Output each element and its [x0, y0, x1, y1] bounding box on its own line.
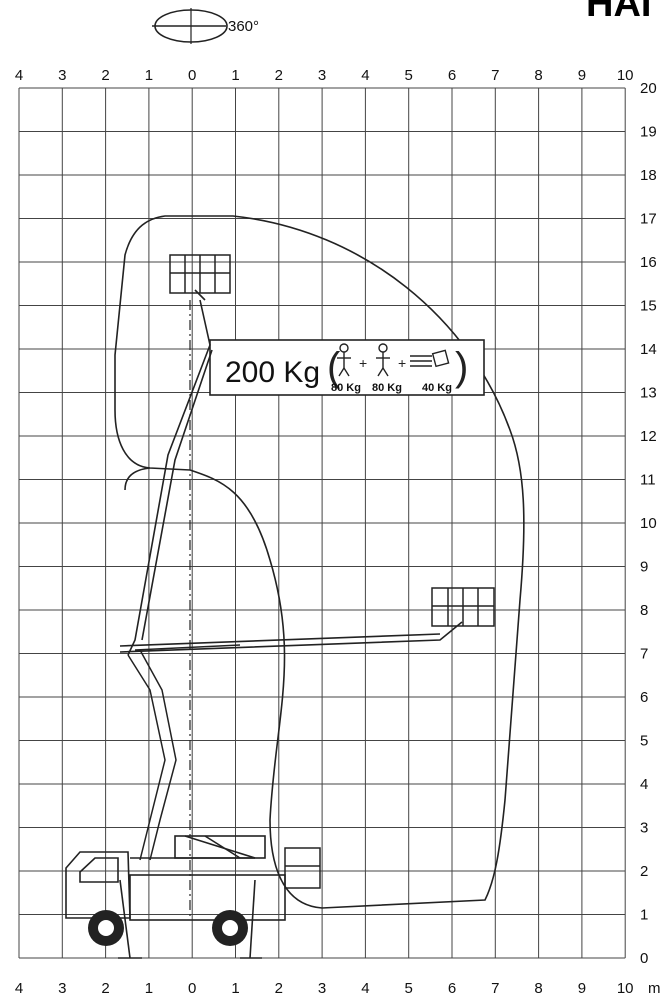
- y-tick-label: 13: [640, 385, 657, 402]
- x-tick-label-top: 2: [275, 67, 283, 84]
- y-tick-label: 1: [640, 907, 648, 924]
- x-tick-label-bottom: 7: [491, 980, 499, 997]
- person-weight-label: 80 Kg: [372, 382, 402, 394]
- x-tick-label-top: 1: [145, 67, 153, 84]
- axis-unit-label: m: [648, 980, 661, 997]
- wheel-rear: [212, 910, 248, 946]
- y-tick-label: 8: [640, 602, 648, 619]
- x-tick-label-bottom: 8: [534, 980, 542, 997]
- rotation-label: 360°: [228, 18, 259, 35]
- tools-icon: [410, 349, 450, 368]
- x-tick-label-bottom: 9: [578, 980, 586, 997]
- y-tick-label: 16: [640, 254, 657, 271]
- x-tick-label-bottom: 4: [15, 980, 23, 997]
- y-tick-label: 18: [640, 167, 657, 184]
- basket-stowed: [284, 847, 321, 889]
- wheel-front: [88, 910, 124, 946]
- x-tick-label-top: 8: [534, 67, 542, 84]
- y-tick-label: 12: [640, 428, 657, 445]
- x-tick-label-bottom: 2: [101, 980, 109, 997]
- person-icon: [376, 343, 390, 377]
- x-tick-label-top: 5: [405, 67, 413, 84]
- x-tick-label-top: 3: [58, 67, 66, 84]
- x-tick-label-top: 1: [231, 67, 239, 84]
- y-tick-label: 2: [640, 863, 648, 880]
- boom-lower: [127, 644, 241, 861]
- x-tick-label-top: 10: [617, 67, 634, 84]
- x-tick-label-top: 0: [188, 67, 196, 84]
- capacity-total: 200 Kg: [225, 356, 320, 389]
- y-tick-label: 5: [640, 733, 648, 750]
- x-tick-label-top: 3: [318, 67, 326, 84]
- svg-text:+: +: [359, 355, 367, 371]
- x-tick-label-bottom: 2: [275, 980, 283, 997]
- x-tick-label-bottom: 3: [318, 980, 326, 997]
- basket-top: [169, 254, 231, 294]
- person-icon: [337, 343, 351, 377]
- y-tick-label: 14: [640, 341, 657, 358]
- y-tick-label: 15: [640, 298, 657, 315]
- y-tick-label: 20: [640, 80, 657, 97]
- grid: [18, 87, 626, 959]
- y-tick-label: 10: [640, 515, 657, 532]
- svg-text:+: +: [398, 355, 406, 371]
- working-envelope-outline: [114, 215, 525, 909]
- y-tick-label: 17: [640, 211, 657, 228]
- x-tick-label-top: 6: [448, 67, 456, 84]
- rotation-icon: [152, 8, 228, 44]
- y-tick-label: 7: [640, 646, 648, 663]
- x-tick-label-bottom: 1: [231, 980, 239, 997]
- tools-weight-label: 40 Kg: [422, 382, 452, 394]
- brand-logo-text: HAI: [586, 0, 651, 25]
- svg-text:(: (: [327, 345, 341, 389]
- basket-side: [431, 587, 495, 627]
- x-tick-label-top: 4: [15, 67, 23, 84]
- svg-text:): ): [455, 345, 468, 389]
- x-tick-label-top: 2: [101, 67, 109, 84]
- y-tick-label: 6: [640, 689, 648, 706]
- truck: [65, 835, 286, 959]
- x-tick-label-bottom: 6: [448, 980, 456, 997]
- person-weight-label: 80 Kg: [331, 382, 361, 394]
- y-tick-label: 9: [640, 559, 648, 576]
- x-tick-label-top: 7: [491, 67, 499, 84]
- x-tick-label-bottom: 10: [617, 980, 634, 997]
- boom-horizontal: [119, 621, 463, 653]
- y-tick-label: 11: [640, 472, 656, 489]
- x-tick-label-bottom: 1: [145, 980, 153, 997]
- capacity-label: 200 Kg ( + + ) 80 Kg 80 Kg 40 Kg: [209, 339, 485, 396]
- x-tick-label-bottom: 5: [405, 980, 413, 997]
- x-tick-label-bottom: 3: [58, 980, 66, 997]
- x-tick-label-top: 9: [578, 67, 586, 84]
- x-tick-label-top: 4: [361, 67, 369, 84]
- x-tick-label-bottom: 4: [361, 980, 369, 997]
- y-tick-label: 3: [640, 820, 648, 837]
- y-tick-label: 4: [640, 776, 648, 793]
- y-tick-label: 0: [640, 950, 648, 967]
- x-tick-label-bottom: 0: [188, 980, 196, 997]
- y-tick-label: 19: [640, 124, 657, 141]
